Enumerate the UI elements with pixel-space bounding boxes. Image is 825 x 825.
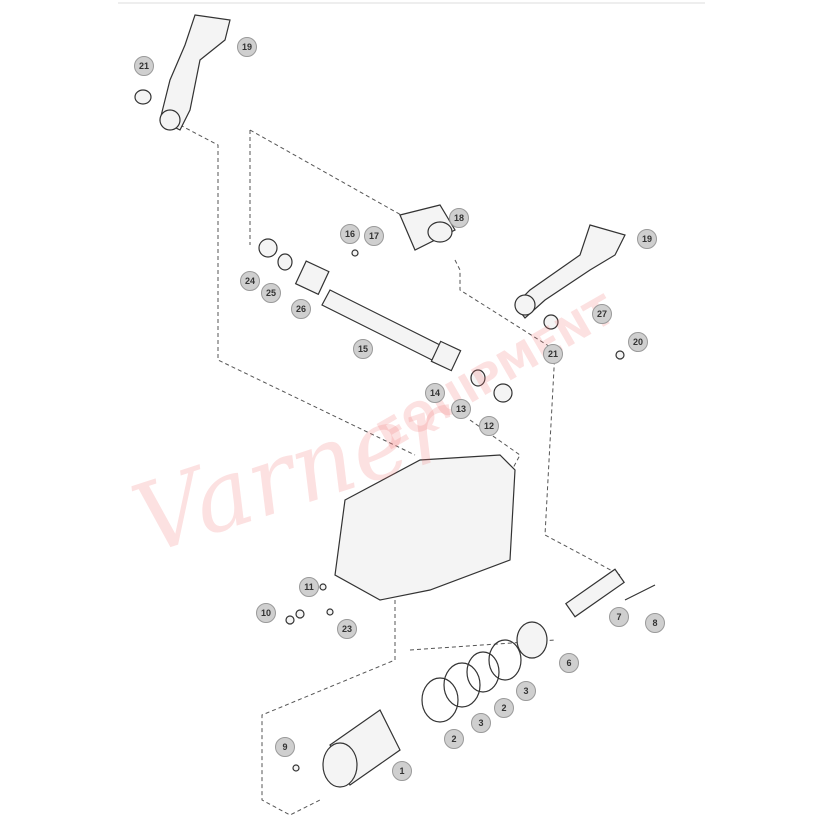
- callout[interactable]: 2: [444, 729, 464, 749]
- callout[interactable]: 9: [275, 737, 295, 757]
- callout[interactable]: 13: [451, 399, 471, 419]
- callout[interactable]: 2: [494, 698, 514, 718]
- shaft-15: [321, 289, 441, 361]
- callout[interactable]: 25: [261, 283, 281, 303]
- callout[interactable]: 27: [592, 304, 612, 324]
- callout[interactable]: 6: [559, 653, 579, 673]
- ring-21: [134, 89, 152, 105]
- callout[interactable]: 1: [392, 761, 412, 781]
- piston-6: [516, 621, 548, 659]
- callout[interactable]: 12: [479, 416, 499, 436]
- callout[interactable]: 19: [637, 229, 657, 249]
- callout[interactable]: 11: [299, 577, 319, 597]
- callout[interactable]: 3: [471, 713, 491, 733]
- callout[interactable]: 26: [291, 299, 311, 319]
- parts: [134, 14, 656, 788]
- lift-arm-left: [159, 14, 231, 131]
- callout[interactable]: 23: [337, 619, 357, 639]
- valve-housing: [334, 454, 516, 601]
- callout[interactable]: 21: [134, 56, 154, 76]
- callout[interactable]: 21: [543, 344, 563, 364]
- callout[interactable]: 14: [425, 383, 445, 403]
- callout[interactable]: 8: [645, 613, 665, 633]
- lift-arm-right: [514, 224, 626, 319]
- sleeve-14: [430, 340, 462, 372]
- callout[interactable]: 18: [449, 208, 469, 228]
- callout[interactable]: 20: [628, 332, 648, 352]
- sleeve-26: [294, 260, 330, 296]
- callout[interactable]: 16: [340, 224, 360, 244]
- rod-7: [565, 568, 625, 618]
- callout[interactable]: 10: [256, 603, 276, 623]
- callout[interactable]: 24: [240, 271, 260, 291]
- callout[interactable]: 19: [237, 37, 257, 57]
- bushing-18: [399, 204, 456, 251]
- callout[interactable]: 7: [609, 607, 629, 627]
- callout[interactable]: 15: [353, 339, 373, 359]
- callout[interactable]: 3: [516, 681, 536, 701]
- callout[interactable]: 17: [364, 226, 384, 246]
